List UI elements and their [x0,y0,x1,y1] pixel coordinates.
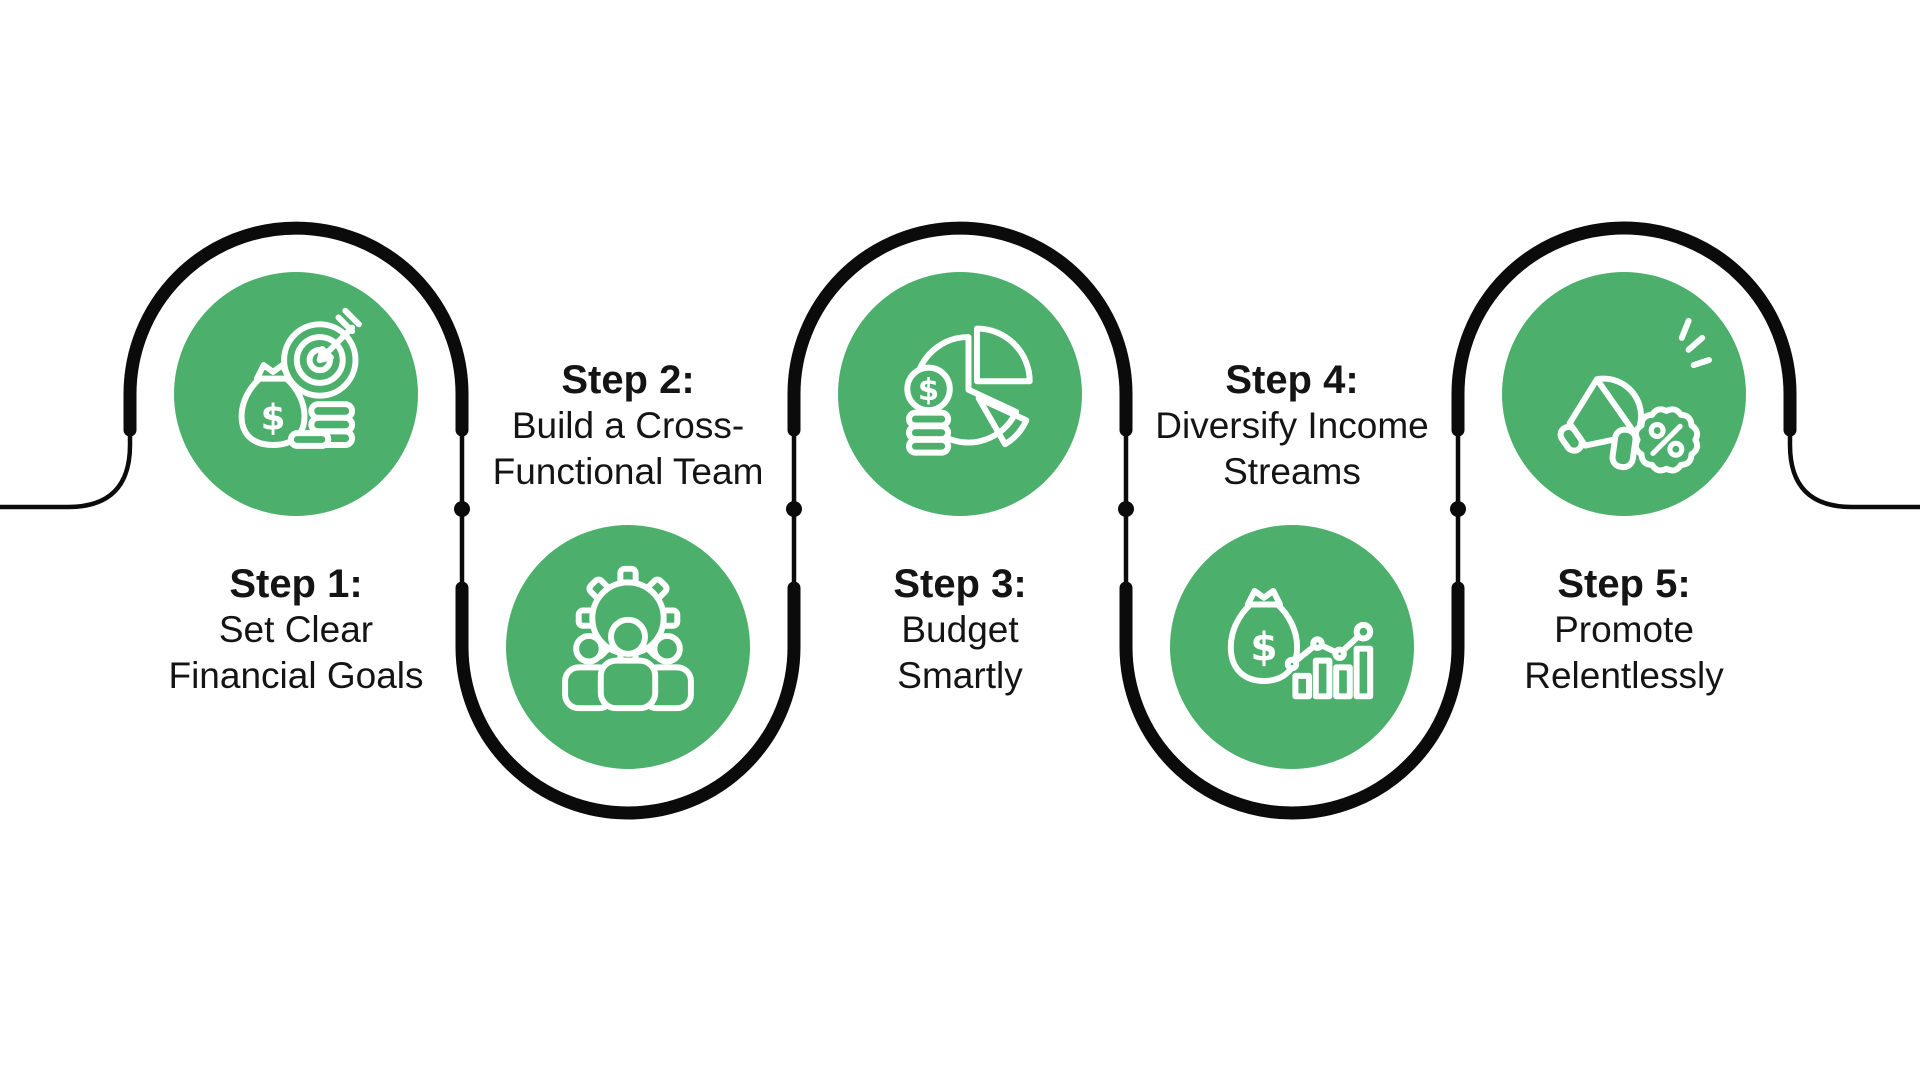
step-4-line1: Diversify Income [1155,405,1429,446]
step-1-label: Step 1: Set Clear Financial Goals [66,561,526,699]
step-2-circle [506,525,750,769]
step-2-line1: Build a Cross- [511,405,745,446]
money-bag-target-icon: $ [238,307,362,449]
money-bag-growth-chart-icon: $ [1227,587,1374,700]
megaphone-discount-icon [1557,317,1712,474]
step-5-circle [1502,272,1746,516]
step-3-circle: $ [838,272,1082,516]
pie-chart-coins-icon: $ [904,325,1033,456]
step-2-title: Step 2: [561,358,695,402]
step-2-label: Step 2: Build a Cross- Functional Team [398,357,858,495]
step-3-line1: Budget [901,609,1019,650]
flow-path-thick-arcs [123,221,1797,820]
step-1-circle: $ [174,272,418,516]
step-5-line1: Promote [1554,609,1694,650]
step-2-line2: Functional Team [492,451,764,492]
step-1-line2: Financial Goals [168,655,424,696]
step-3-title: Step 3: [893,562,1027,606]
step-5-title: Step 5: [1557,562,1691,606]
step-1-line1: Set Clear [218,609,374,650]
connector-dots [454,501,1466,517]
step-5-label: Step 5: Promote Relentlessly [1394,561,1854,699]
step-4-line2: Streams [1223,451,1361,492]
svg-text:$: $ [261,398,286,439]
svg-text:$: $ [1250,626,1277,671]
step-3-label: Step 3: Budget Smartly [730,561,1190,699]
step-1-title: Step 1: [229,562,363,606]
step-4-title: Step 4: [1225,358,1359,402]
step-4-circle: $ [1170,525,1414,769]
svg-text:$: $ [918,373,939,408]
step-4-label: Step 4: Diversify Income Streams [1062,357,1522,495]
gear-team-icon [562,565,694,712]
step-3-line2: Smartly [897,655,1023,696]
step-5-line2: Relentlessly [1524,655,1724,696]
